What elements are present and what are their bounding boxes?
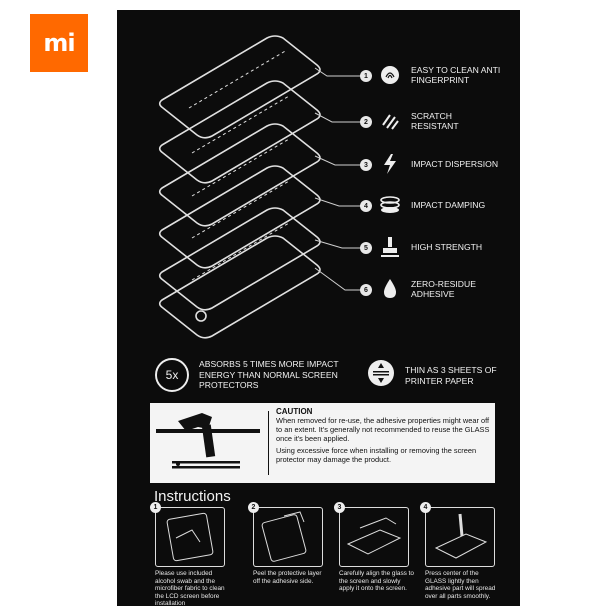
feature-number-5: 5 (360, 242, 372, 254)
feature-number-2: 2 (360, 116, 372, 128)
step-3-illustration (339, 507, 409, 567)
caution-divider (268, 411, 269, 475)
caution-paragraph-2: Using excessive force when installing or… (276, 446, 477, 464)
glass-layer-1 (158, 35, 321, 139)
feature-impact-dispersion: IMPACT DISPERSION (379, 153, 501, 175)
instruction-step-1: 1 Please use included alcohol swab and t… (150, 502, 230, 606)
glass-layer-4 (158, 165, 321, 269)
feature-scratch-resistant: SCRATCH RESISTANT (379, 110, 501, 132)
glass-layer-5 (158, 207, 321, 311)
caution-box: CAUTION When removed for re-use, the adh… (150, 403, 495, 483)
step-1-illustration (155, 507, 225, 567)
feature-zero-residue: ZERO-RESIDUE ADHESIVE (379, 278, 501, 300)
hand-press-icon (379, 236, 401, 258)
drop-icon (379, 278, 401, 300)
instruction-step-2: 2 Peel the protective layer off the adhe… (248, 502, 328, 585)
step-4-illustration (425, 507, 495, 567)
package-card: 1 2 3 4 5 6 EASY TO CLEAN ANTI FINGERPRI… (117, 10, 520, 606)
hammer-icon (156, 413, 260, 469)
glass-layer-3 (158, 123, 321, 227)
feature-impact-damping: IMPACT DAMPING (379, 194, 501, 216)
glass-layer-2 (158, 80, 321, 184)
feature-number-1: 1 (360, 70, 372, 82)
caution-paragraph-1: When removed for re-use, the adhesive pr… (276, 416, 490, 443)
fingerprint-icon (379, 64, 401, 86)
feature-number-6: 6 (360, 284, 372, 296)
mi-logo: mi (30, 14, 88, 72)
scratch-icon (379, 110, 401, 132)
five-x-badge: 5x (155, 358, 189, 392)
caution-title: CAUTION (276, 407, 313, 416)
connector-lines (314, 67, 367, 291)
thin-claim: THIN AS 3 SHEETS OF PRINTER PAPER (367, 359, 505, 392)
feature-high-strength: HIGH STRENGTH (379, 236, 501, 258)
instructions-title: Instructions (154, 488, 231, 505)
feature-anti-fingerprint: EASY TO CLEAN ANTI FINGERPRINT (379, 64, 501, 86)
absorb-energy-claim: 5x ABSORBS 5 TIMES MORE IMPACT ENERGY TH… (155, 358, 359, 392)
feature-number-4: 4 (360, 200, 372, 212)
feature-number-3: 3 (360, 159, 372, 171)
instruction-step-4: 4 Press center of the GLASS lightly then… (420, 502, 500, 600)
glass-layer-6 (158, 235, 321, 339)
damping-icon (379, 194, 401, 216)
instruction-step-3: 3 Carefully align the glass to the scree… (334, 502, 414, 593)
step-2-illustration (253, 507, 323, 567)
lightning-icon (379, 153, 401, 175)
glass-layers-illustration (158, 35, 367, 339)
layers-compress-icon (367, 359, 395, 392)
